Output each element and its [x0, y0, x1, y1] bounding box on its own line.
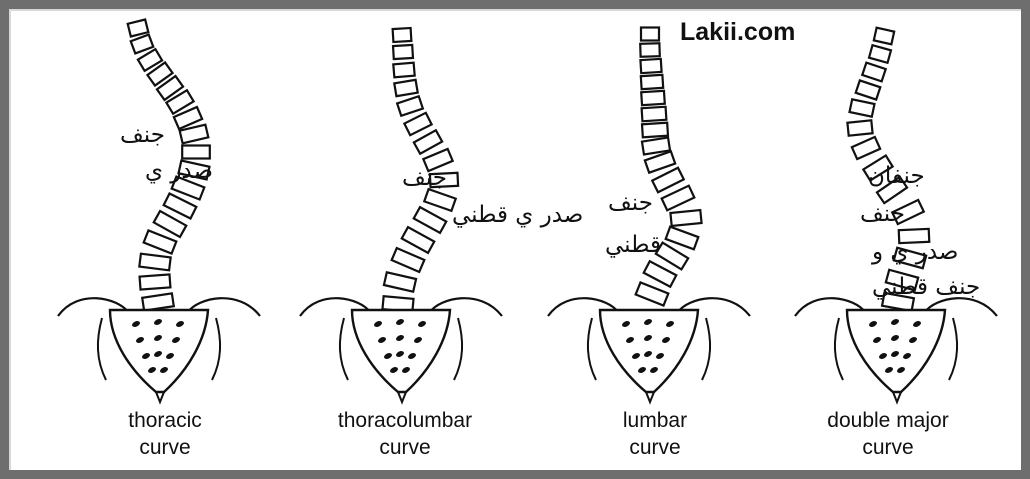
label-lumbar-line2: قطني	[605, 232, 661, 258]
pelvis-flange-left	[98, 318, 106, 380]
caption-lumbar-line1: lumbar	[623, 409, 687, 432]
vertebra	[384, 272, 416, 291]
pelvis-lumbar	[548, 298, 750, 402]
watermark-text: Lakii.com	[680, 18, 795, 46]
vertebra	[662, 186, 695, 211]
coccyx	[398, 392, 406, 402]
vertebra	[392, 248, 425, 272]
vertebra	[142, 293, 174, 310]
vertebra	[862, 63, 885, 82]
label-double-major-line2: جنف	[860, 201, 905, 227]
vertebra	[874, 28, 894, 45]
vertebra	[641, 28, 659, 41]
spine-lumbar	[636, 28, 702, 306]
pelvis-flange-right	[454, 318, 462, 380]
label-double-major-line1: جنفان	[868, 163, 925, 189]
label-lumbar-line1: جنف	[608, 190, 653, 216]
vertebra	[140, 274, 171, 289]
label-double-major-line4: جنف قطني	[872, 274, 980, 300]
label-thoracic-line1: جنف	[120, 122, 165, 148]
vertebra	[414, 207, 447, 233]
vertebra	[642, 123, 668, 138]
vertebra	[636, 282, 669, 305]
vertebra	[394, 80, 417, 96]
vertebra	[641, 75, 663, 89]
pelvis-flange-left	[340, 318, 348, 380]
vertebra	[847, 120, 872, 135]
vertebra	[869, 45, 891, 63]
caption-double-major-line2: curve	[862, 436, 913, 459]
vertebra	[670, 210, 701, 226]
vertebra	[393, 63, 414, 78]
pelvis-flange-left	[835, 318, 843, 380]
vertebra	[402, 227, 435, 253]
coccyx	[646, 392, 654, 402]
vertebra	[393, 28, 412, 42]
pelvis-thoracolumbar	[300, 298, 502, 402]
pelvis-flange-right	[212, 318, 220, 380]
caption-thoracolumbar-line2: curve	[379, 436, 430, 459]
label-thoracolumbar-line2: صدر ي قطني	[452, 202, 583, 228]
vertebra	[139, 254, 170, 271]
caption-thoracolumbar-line1: thoracolumbar	[338, 409, 472, 432]
caption-lumbar-line2: curve	[629, 436, 680, 459]
label-double-major-line3: صدر ي و	[871, 239, 958, 265]
vertebra	[642, 107, 667, 121]
vertebra	[393, 45, 413, 59]
vertebra	[397, 96, 423, 116]
vertebra	[131, 35, 154, 54]
vertebra	[641, 91, 665, 105]
vertebra	[652, 168, 684, 193]
vertebra	[640, 43, 660, 57]
vertebra	[850, 99, 875, 116]
caption-thoracic-line2: curve	[139, 436, 190, 459]
label-thoracic-line2: صدر ي	[145, 158, 213, 184]
pelvis-flange-right	[702, 318, 710, 380]
coccyx	[156, 392, 164, 402]
caption-double-major-line1: double major	[827, 409, 948, 432]
vertebra	[414, 130, 442, 154]
vertebra	[404, 113, 431, 135]
vertebra	[144, 230, 177, 253]
vertebra	[856, 80, 881, 99]
caption-thoracic-line1: thoracic	[128, 409, 202, 432]
vertebra	[666, 227, 699, 250]
pelvis-double-major	[795, 298, 997, 402]
vertebra	[852, 137, 880, 159]
pelvis-thoracic	[58, 298, 260, 402]
vertebra	[182, 146, 210, 159]
label-thoracolumbar-line1: جنف	[402, 165, 447, 191]
coccyx	[893, 392, 901, 402]
vertebra	[128, 20, 149, 37]
pelvis-flange-right	[949, 318, 957, 380]
pelvis-flange-left	[588, 318, 596, 380]
vertebra	[644, 261, 677, 286]
vertebra	[640, 59, 661, 73]
